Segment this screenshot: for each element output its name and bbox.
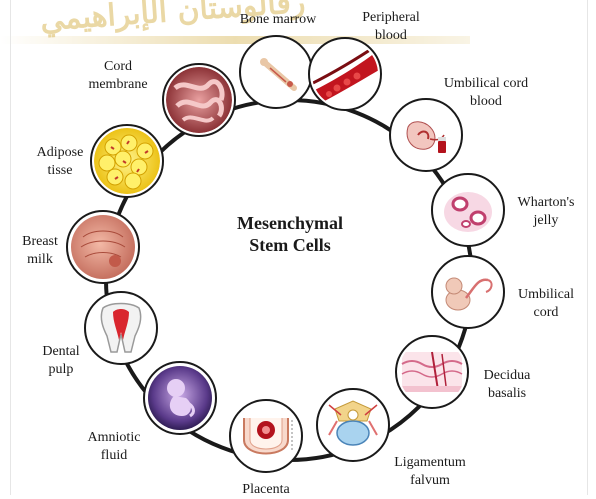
label-line: Wharton's (506, 194, 586, 212)
label-line: Adipose (28, 144, 92, 162)
dental-pulp-node (85, 292, 157, 364)
label-line: Decidua (466, 367, 548, 385)
label-line: Umbilical (506, 286, 586, 304)
label-line: fluid (74, 447, 154, 465)
label-line: falvum (380, 472, 480, 490)
cord-membrane-node (163, 64, 235, 136)
ligamentum-falvum-node (317, 389, 389, 461)
whartons-jelly-node (432, 174, 504, 246)
title-line-1: Mesenchymal (205, 212, 375, 234)
label-line: blood (426, 93, 546, 111)
peripheral-blood-node (309, 38, 381, 110)
label-line: Bone marrow (218, 11, 338, 29)
label-placenta: Placenta (221, 481, 311, 499)
label-line: jelly (506, 212, 586, 230)
label-line: membrane (78, 76, 158, 94)
label-line: Peripheral (345, 9, 437, 27)
label-breast-milk: Breast milk (12, 233, 68, 269)
label-line: basalis (466, 385, 548, 403)
label-decidua-basalis: Decidua basalis (466, 367, 548, 403)
label-ligamentum-falvum: Ligamentum falvum (380, 454, 480, 490)
label-line: Cord (78, 58, 158, 76)
label-peripheral-blood: Peripheral blood (345, 9, 437, 45)
label-line: cord (506, 304, 586, 322)
membrane-icon (166, 67, 232, 133)
breast-icon (71, 215, 135, 279)
label-line: Amniotic (74, 429, 154, 447)
label-cord-membrane: Cord membrane (78, 58, 158, 94)
label-line: Ligamentum (380, 454, 480, 472)
label-line: Dental (28, 343, 94, 361)
label-whartons-jelly: Wharton's jelly (506, 194, 586, 230)
label-line: blood (345, 27, 437, 45)
diagram-title: Mesenchymal Stem Cells (205, 212, 375, 256)
decidua-basalis-node (396, 336, 468, 408)
breast-milk-node (67, 211, 139, 283)
bone-marrow-node (240, 36, 312, 108)
title-line-2: Stem Cells (205, 234, 375, 256)
amniotic-fluid-node (144, 362, 216, 434)
label-umbilical-cord-blood: Umbilical cord blood (426, 75, 546, 111)
label-umbilical-cord: Umbilical cord (506, 286, 586, 322)
label-line: Breast (12, 233, 68, 251)
placenta-node (230, 400, 302, 472)
placenta-icon (244, 418, 292, 454)
fetus-icon (148, 366, 212, 430)
adipose-tissue-node (91, 125, 163, 197)
label-line: Umbilical cord (426, 75, 546, 93)
label-amniotic-fluid: Amniotic fluid (74, 429, 154, 465)
label-line: milk (12, 251, 68, 269)
fat-cells-icon (94, 128, 160, 194)
label-dental-pulp: Dental pulp (28, 343, 94, 379)
jelly-tissue-icon (444, 192, 492, 232)
label-line: pulp (28, 361, 94, 379)
label-adipose-tissue: Adipose tisse (28, 144, 92, 180)
label-line: tisse (28, 162, 92, 180)
decidua-icon (402, 352, 462, 392)
umbilical-cord-node (432, 256, 504, 328)
label-bone-marrow: Bone marrow (218, 11, 338, 29)
label-line: Placenta (221, 481, 311, 499)
